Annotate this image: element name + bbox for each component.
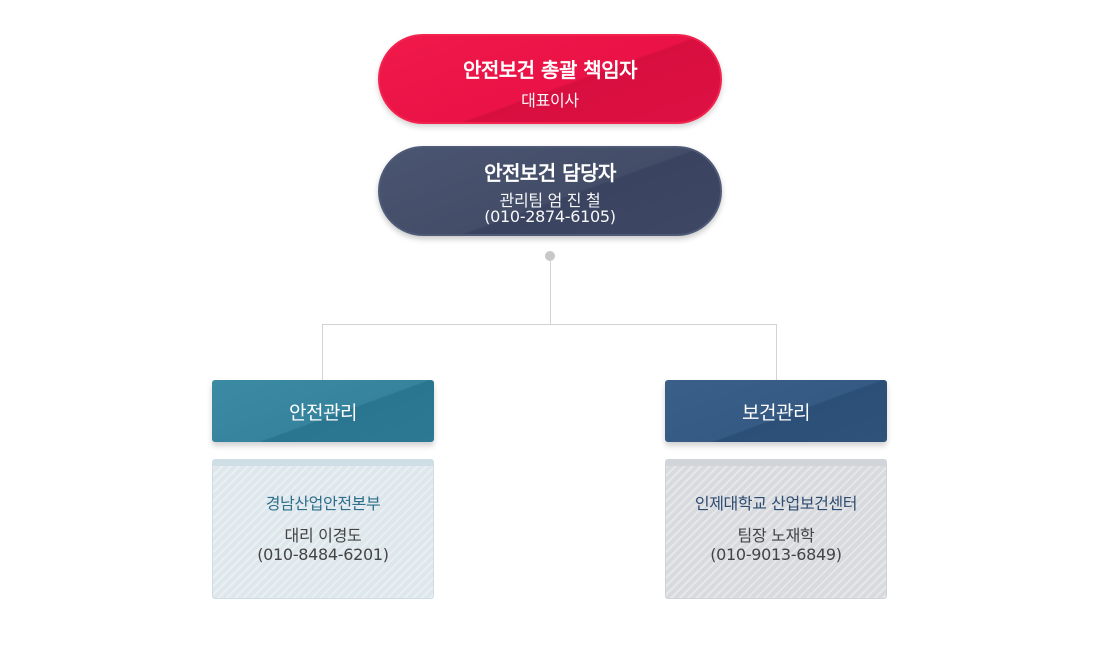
health-management-label: 보건관리 <box>742 402 810 424</box>
safety-management-contact-name: 대리 이경도 <box>284 526 362 545</box>
safety-manager-phone: (010-2874-6105) <box>484 207 616 226</box>
health-management-contact-name: 팀장 노재학 <box>737 526 815 545</box>
safety-management-node: 안전관리 <box>212 380 434 442</box>
health-management-info: 인제대학교 산업보건센터 팀장 노재학 (010-9013-6849) <box>665 459 887 599</box>
chief-officer-title: 안전보건 총괄 책임자 <box>462 58 638 82</box>
safety-management-info: 경남산업안전본부 대리 이경도 (010-8484-6201) <box>212 459 434 599</box>
chief-officer-role: 대표이사 <box>521 91 579 110</box>
health-management-node: 보건관리 <box>665 380 887 442</box>
safety-management-contact-phone: (010-8484-6201) <box>257 545 389 564</box>
safety-management-org: 경남산업안전본부 <box>265 494 381 513</box>
safety-manager-node: 안전보건 담당자 관리팀 엄 진 철 (010-2874-6105) <box>378 146 722 236</box>
safety-manager-name: 관리팀 엄 진 철 <box>499 191 601 210</box>
connector-line-main <box>550 259 551 324</box>
safety-manager-title: 안전보건 담당자 <box>484 161 616 185</box>
safety-management-label: 안전관리 <box>289 402 357 424</box>
health-management-contact-phone: (010-9013-6849) <box>710 545 842 564</box>
chief-officer-node: 안전보건 총괄 책임자 대표이사 <box>378 34 722 124</box>
connector-dot <box>545 251 555 261</box>
health-management-org: 인제대학교 산업보건센터 <box>694 494 858 513</box>
connector-line-horizontal <box>322 324 777 325</box>
connector-line-left <box>322 324 323 380</box>
connector-line-right <box>776 324 777 380</box>
